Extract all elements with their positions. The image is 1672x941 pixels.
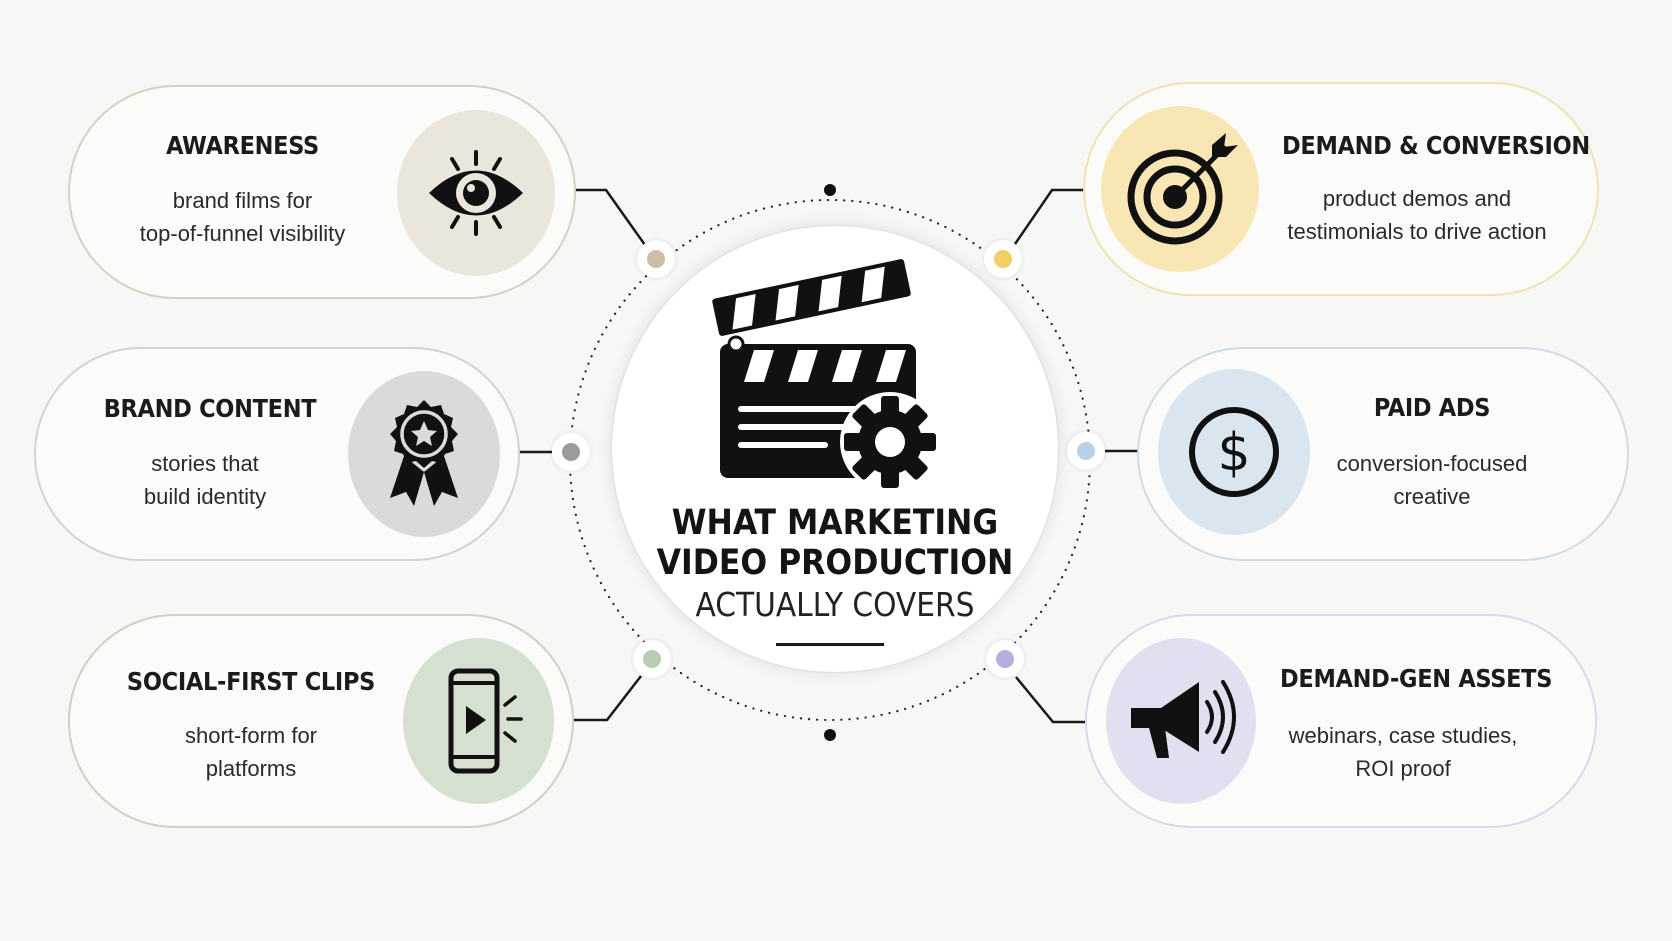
center-underline: [776, 643, 884, 646]
card-title-brand-content: BRAND CONTENT: [103, 394, 317, 423]
card-title-awareness: AWARENESS: [166, 131, 319, 160]
card-desc-demand-conversion: product demos and testimonials to drive …: [1287, 186, 1547, 244]
dollar-coin-icon: $: [1158, 369, 1310, 535]
card-desc-demand-gen-assets: webinars, case studies, ROI proof: [1288, 723, 1518, 781]
card-title-paid-ads: PAID ADS: [1373, 393, 1491, 422]
node-brand-content: [552, 433, 590, 471]
card-title-social-first-clips: SOCIAL-FIRST CLIPS: [126, 667, 376, 696]
megaphone-icon: [1106, 638, 1256, 804]
card-desc-brand-content: stories that build identity: [143, 451, 267, 509]
svg-text:$: $: [1217, 423, 1250, 483]
center-title-line-1: WHAT MARKETING: [671, 503, 999, 543]
card-title-demand-gen-assets: DEMAND-GEN ASSETS: [1280, 664, 1553, 693]
smartphone-play-icon: [403, 638, 554, 804]
connector-demand-gen-assets: [1015, 676, 1095, 724]
card-desc-social-first-clips: short-form for platforms: [184, 723, 318, 781]
node-paid-ads: [1067, 432, 1105, 470]
card-desc-awareness: brand films for top-of-funnel visibility: [139, 188, 346, 246]
connector-social-first-clips: [563, 675, 642, 722]
orbit-dot-top: [824, 184, 836, 196]
node-demand-gen-assets: [986, 640, 1024, 678]
card-desc-paid-ads: conversion-focused creative: [1336, 451, 1528, 509]
center-title-line-3: ACTUALLY COVERS: [695, 585, 975, 624]
connector-demand-conversion: [1013, 188, 1093, 245]
award-ribbon-icon: [348, 371, 500, 537]
node-demand-conversion: [984, 240, 1022, 278]
card-title-demand-conversion: DEMAND & CONVERSION: [1282, 131, 1590, 160]
clapperboard-gear-icon: [710, 258, 950, 498]
eye-icon: [397, 110, 555, 276]
connector-awareness: [567, 188, 647, 246]
target-arrow-icon: [1101, 106, 1259, 272]
node-social-first-clips: [633, 640, 671, 678]
orbit-dot-bottom: [824, 729, 836, 741]
node-awareness: [637, 240, 675, 278]
center-title-line-2: VIDEO PRODUCTION: [656, 543, 1014, 583]
